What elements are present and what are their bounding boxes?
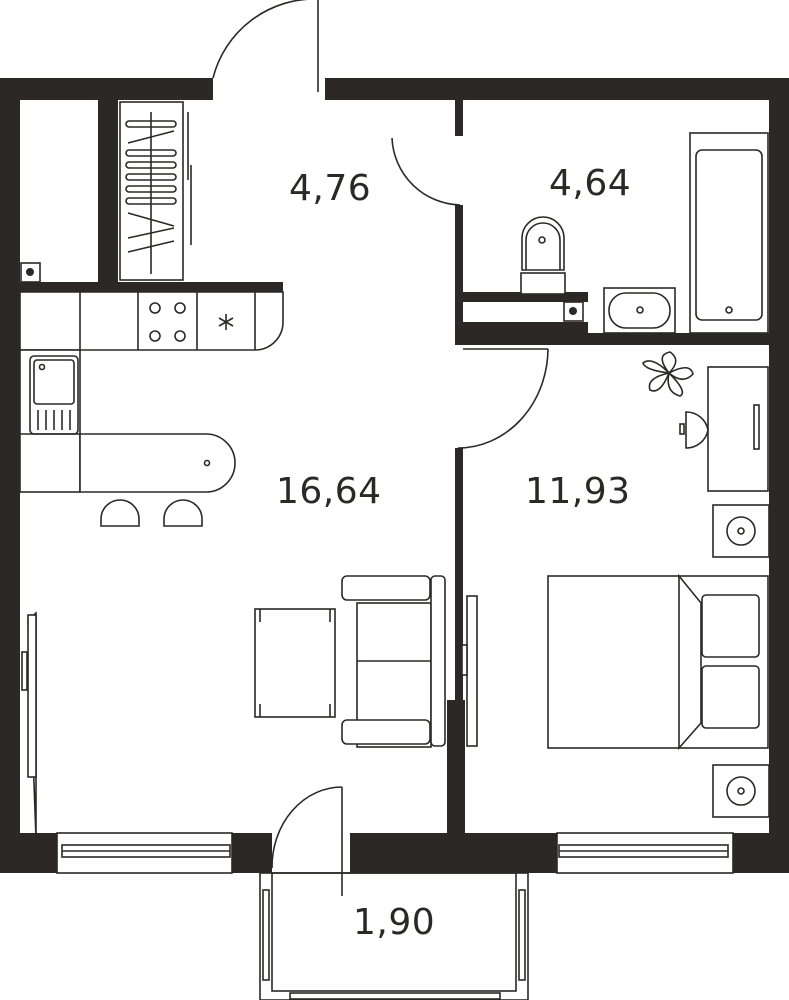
desk bbox=[707, 366, 769, 492]
nightstand-top bbox=[712, 504, 770, 558]
room-area-kitchen-living: 16,64 bbox=[276, 471, 382, 512]
room-area-bathroom: 4,64 bbox=[549, 163, 632, 204]
washbasin-icon bbox=[603, 287, 676, 334]
balcony bbox=[259, 872, 529, 1000]
nightstand-bottom bbox=[712, 764, 770, 818]
bar-stools bbox=[100, 499, 203, 527]
bedroom-door bbox=[457, 348, 549, 449]
room-area-bedroom: 11,93 bbox=[525, 471, 631, 512]
entrance-door bbox=[212, 0, 319, 92]
utility-shaft-icon bbox=[20, 262, 41, 283]
room-area-hallway: 4,76 bbox=[289, 168, 372, 209]
desk-chair bbox=[679, 411, 709, 449]
window-left bbox=[56, 832, 233, 874]
balcony-door bbox=[271, 786, 343, 896]
sofa bbox=[341, 575, 446, 748]
wardrobe bbox=[119, 101, 192, 281]
fridge-asterisk-icon bbox=[218, 314, 234, 330]
plant-icon bbox=[642, 351, 694, 397]
walls bbox=[0, 78, 789, 873]
kitchen-counter bbox=[19, 291, 284, 493]
bed bbox=[547, 573, 769, 751]
room-area-balcony: 1,90 bbox=[353, 902, 436, 943]
bathroom-door bbox=[391, 137, 461, 206]
window-right bbox=[556, 832, 734, 874]
cooktop-icon bbox=[149, 302, 186, 342]
shaft-icon bbox=[563, 301, 584, 322]
sink-icon bbox=[29, 355, 79, 435]
toilet-icon bbox=[520, 216, 566, 295]
coffee-table bbox=[254, 608, 336, 718]
bathtub-icon bbox=[689, 132, 769, 334]
tv-bedroom bbox=[461, 595, 478, 747]
tv-left bbox=[21, 611, 37, 839]
